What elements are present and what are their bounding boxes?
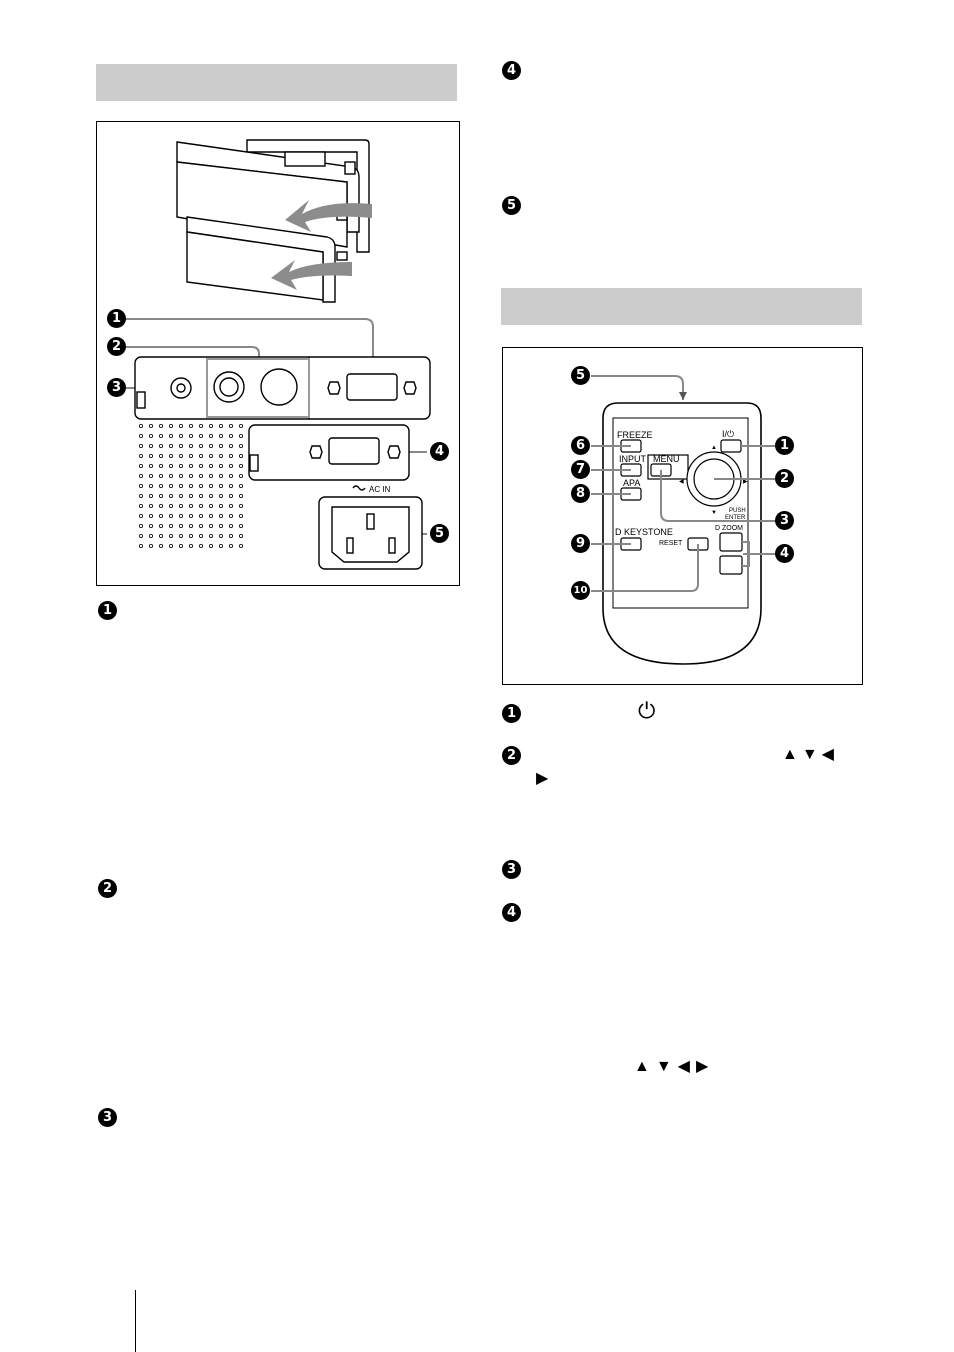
callout-5: 5 xyxy=(430,524,449,543)
remote-item-marker-2: 2 xyxy=(502,746,521,765)
remote-item-marker-1: 1 xyxy=(502,704,521,723)
callout-3: 3 xyxy=(107,378,126,397)
remote-callout-8: 8 xyxy=(571,484,590,503)
connector-panel xyxy=(134,356,431,420)
svg-text:▶: ▶ xyxy=(743,479,748,485)
cover-removal-arrow-icons xyxy=(271,200,372,290)
remote-callout-9: 9 xyxy=(571,534,590,553)
remote-callout-10: 10 xyxy=(571,581,590,600)
remote-callout-lines xyxy=(591,375,775,592)
remote-item-marker-4: 4 xyxy=(502,903,521,922)
monitor-out-connector xyxy=(248,424,410,481)
rear-panel-section-header xyxy=(96,64,457,101)
callout-2: 2 xyxy=(107,337,126,356)
freeze-label: FREEZE xyxy=(617,430,653,440)
svg-text:◀: ◀ xyxy=(679,479,684,485)
power-symbol-icon: ⏻ xyxy=(638,698,656,723)
vent-grille xyxy=(138,423,243,548)
item-marker-3: 3 xyxy=(98,1108,117,1127)
remote-callout-2: 2 xyxy=(775,469,794,488)
rear-panel-figure: AC IN 1 2 3 4 5 xyxy=(96,121,460,586)
item-marker-1: 1 xyxy=(98,601,117,620)
item-marker-2: 2 xyxy=(98,879,117,898)
arrow-keys-icon: ▲▼◀ xyxy=(782,746,838,763)
remote-control-figure: ▲ ▼ ◀ ▶ FREEZE INPUT MENU APA D KEYSTONE… xyxy=(502,347,863,685)
reset-label: RESET xyxy=(659,540,683,547)
item-marker-4: 4 xyxy=(502,61,521,80)
margin-rule xyxy=(135,1290,136,1352)
ac-in-label: AC IN xyxy=(369,485,391,494)
svg-text:▲: ▲ xyxy=(711,445,717,451)
remote-control-illustration: ▲ ▼ ◀ ▶ FREEZE INPUT MENU APA D KEYSTONE… xyxy=(591,375,775,665)
remote-callout-3: 3 xyxy=(775,511,794,530)
remote-item-marker-3: 3 xyxy=(502,860,521,879)
apa-label: APA xyxy=(623,478,640,488)
d-zoom-label: D ZOOM xyxy=(715,525,743,532)
remote-section-header xyxy=(501,288,862,325)
arrow-right-icon: ▶ xyxy=(536,770,549,787)
svg-text:▼: ▼ xyxy=(711,510,717,516)
remote-callout-7: 7 xyxy=(571,460,590,479)
enter-label: ENTER xyxy=(725,515,746,521)
remote-callout-5: 5 xyxy=(571,366,590,385)
remote-callout-6: 6 xyxy=(571,436,590,455)
power-label: I/⏻ xyxy=(722,429,734,439)
callout-1: 1 xyxy=(107,309,126,328)
d-keystone-label: D KEYSTONE xyxy=(615,527,673,537)
remote-callout-4: 4 xyxy=(775,544,794,563)
rear-panel-illustration: AC IN xyxy=(117,139,431,570)
input-label: INPUT xyxy=(619,454,647,464)
ac-inlet xyxy=(318,485,423,570)
remote-callout-1: 1 xyxy=(775,436,794,455)
callout-4: 4 xyxy=(430,442,449,461)
item-marker-5: 5 xyxy=(502,196,521,215)
push-label: PUSH xyxy=(729,508,746,514)
arrow-keys-icon-2: ▲▼◀▶ xyxy=(634,1058,715,1075)
menu-label: MENU xyxy=(653,454,680,464)
